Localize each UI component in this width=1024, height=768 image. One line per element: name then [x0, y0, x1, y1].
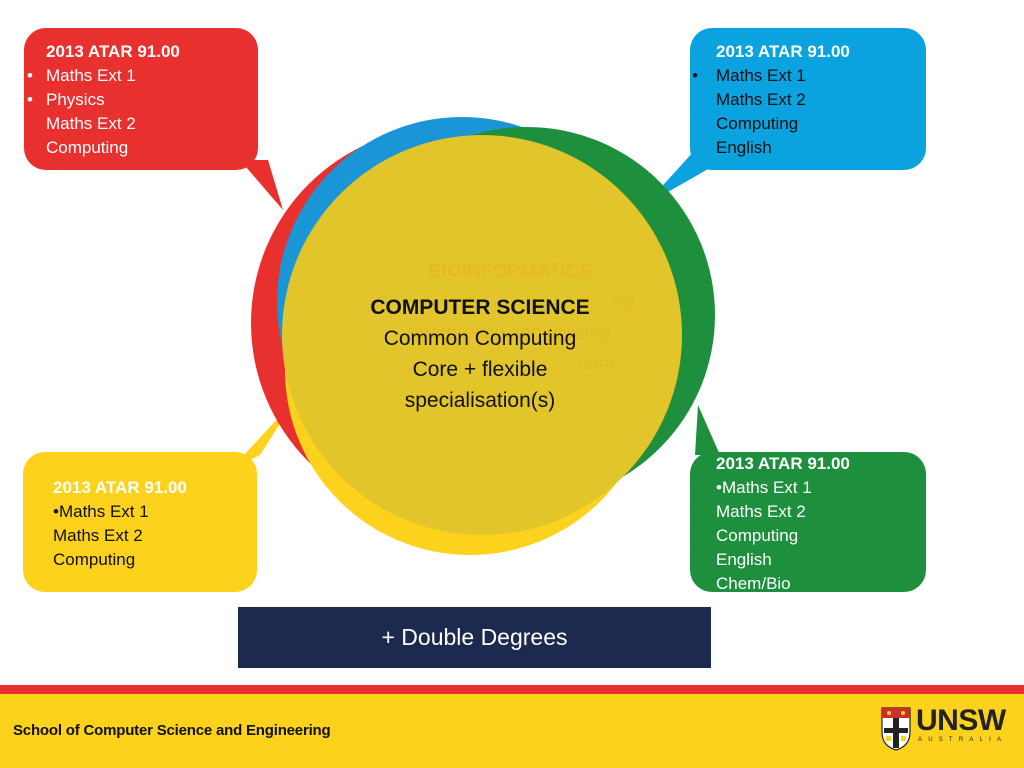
list-item: • Maths Ext 1	[24, 64, 258, 88]
list-item: Computing	[690, 112, 926, 136]
blue-callout: 2013 ATAR 91.00 • Maths Ext 1 Maths Ext 2…	[690, 28, 926, 170]
subject: Computing	[716, 526, 799, 545]
list-item: Computing	[24, 136, 258, 160]
center-line3: specialisation(s)	[404, 389, 556, 412]
list-item: •Maths Ext 1	[53, 500, 257, 524]
blue-subject-list: • Maths Ext 1 Maths Ext 2 Computing Engli…	[690, 64, 926, 160]
unsw-logo-text: UNSW	[916, 704, 1006, 737]
bioinformatics-ghost-text: BIOINFORMATICS ng, interpreting and util…	[370, 256, 650, 380]
yellow-circle	[282, 135, 682, 535]
blue-atar: 2013 ATAR 91.00	[716, 42, 850, 61]
school-name: School of Computer Science and Engineeri…	[13, 722, 331, 739]
list-item: Computing	[53, 548, 257, 572]
center-label: COMPUTER SCIENCE Common Computing Core +…	[330, 292, 630, 416]
red-callout-tail	[240, 160, 283, 210]
list-item: English	[716, 548, 926, 572]
ghost-line2: interpreting and utilising	[409, 323, 611, 344]
subject: Computing	[46, 138, 129, 157]
list-item: •Maths Ext 1	[716, 476, 926, 500]
list-item: Computing	[716, 524, 926, 548]
subject: Maths Ext 2	[46, 114, 136, 133]
list-item: Maths Ext 2	[690, 88, 926, 112]
bullet: •	[27, 66, 33, 85]
yellow-atar: 2013 ATAR 91.00	[53, 478, 187, 497]
subject: Maths Ext 2	[716, 502, 806, 521]
bullet: •	[692, 66, 698, 85]
subject: Physics	[46, 90, 105, 109]
unsw-logo-subtext: AUSTRALIA	[918, 737, 1008, 743]
bullet: •	[716, 478, 722, 497]
yellow-subject-list: •Maths Ext 1 Maths Ext 2 Computing	[53, 500, 257, 572]
list-item: English	[690, 136, 926, 160]
red-atar: 2013 ATAR 91.00	[46, 42, 180, 61]
footer-bar	[0, 694, 1024, 768]
list-item: Maths Ext 2	[53, 524, 257, 548]
subject: Maths Ext 2	[53, 526, 143, 545]
subject: Maths Ext 1	[58, 502, 149, 521]
list-item: • Physics	[24, 88, 258, 112]
ghost-line1: ng,	[613, 292, 640, 313]
list-item: Maths Ext 2	[24, 112, 258, 136]
list-item: Maths Ext 2	[716, 500, 926, 524]
center-line1: Common Computing	[383, 327, 577, 350]
list-item: Chem/Bio	[716, 572, 926, 596]
red-subject-list: • Maths Ext 1 • Physics Maths Ext 2 Comput…	[24, 64, 258, 160]
center-line2: Core + flexible	[412, 358, 548, 381]
green-callout: 2013 ATAR 91.00 •Maths Ext 1 Maths Ext 2…	[690, 452, 926, 593]
subject: Maths Ext 1	[46, 66, 136, 85]
ghost-title: BIOINFORMATICS	[427, 261, 593, 282]
unsw-crest-icon	[881, 707, 911, 751]
yellow-callout: 2013 ATAR 91.00 •Maths Ext 1 Maths Ext 2…	[23, 452, 257, 592]
green-subject-list: •Maths Ext 1 Maths Ext 2 Computing Engli…	[716, 476, 926, 596]
green-callout-tail	[695, 405, 720, 455]
subject: Chem/Bio	[716, 574, 791, 593]
double-degrees-banner: + Double Degrees	[238, 607, 711, 668]
subject: Computing	[716, 114, 799, 133]
red-callout: 2013 ATAR 91.00 • Maths Ext 1 • Physics Ma…	[24, 28, 258, 170]
subject: English	[716, 138, 772, 157]
subject: English	[716, 550, 772, 569]
subject: Maths Ext 2	[716, 90, 806, 109]
bullet: •	[27, 90, 33, 109]
subject: Computing	[53, 550, 136, 569]
subject: Maths Ext 1	[716, 66, 806, 85]
subject: Maths Ext 1	[721, 478, 812, 497]
footer-red-stripe	[0, 685, 1024, 694]
bullet: •	[53, 502, 59, 521]
ghost-line3: data.	[577, 354, 620, 375]
green-atar: 2013 ATAR 91.00	[716, 454, 850, 473]
list-item: • Maths Ext 1	[690, 64, 926, 88]
center-title: COMPUTER SCIENCE	[370, 296, 590, 319]
